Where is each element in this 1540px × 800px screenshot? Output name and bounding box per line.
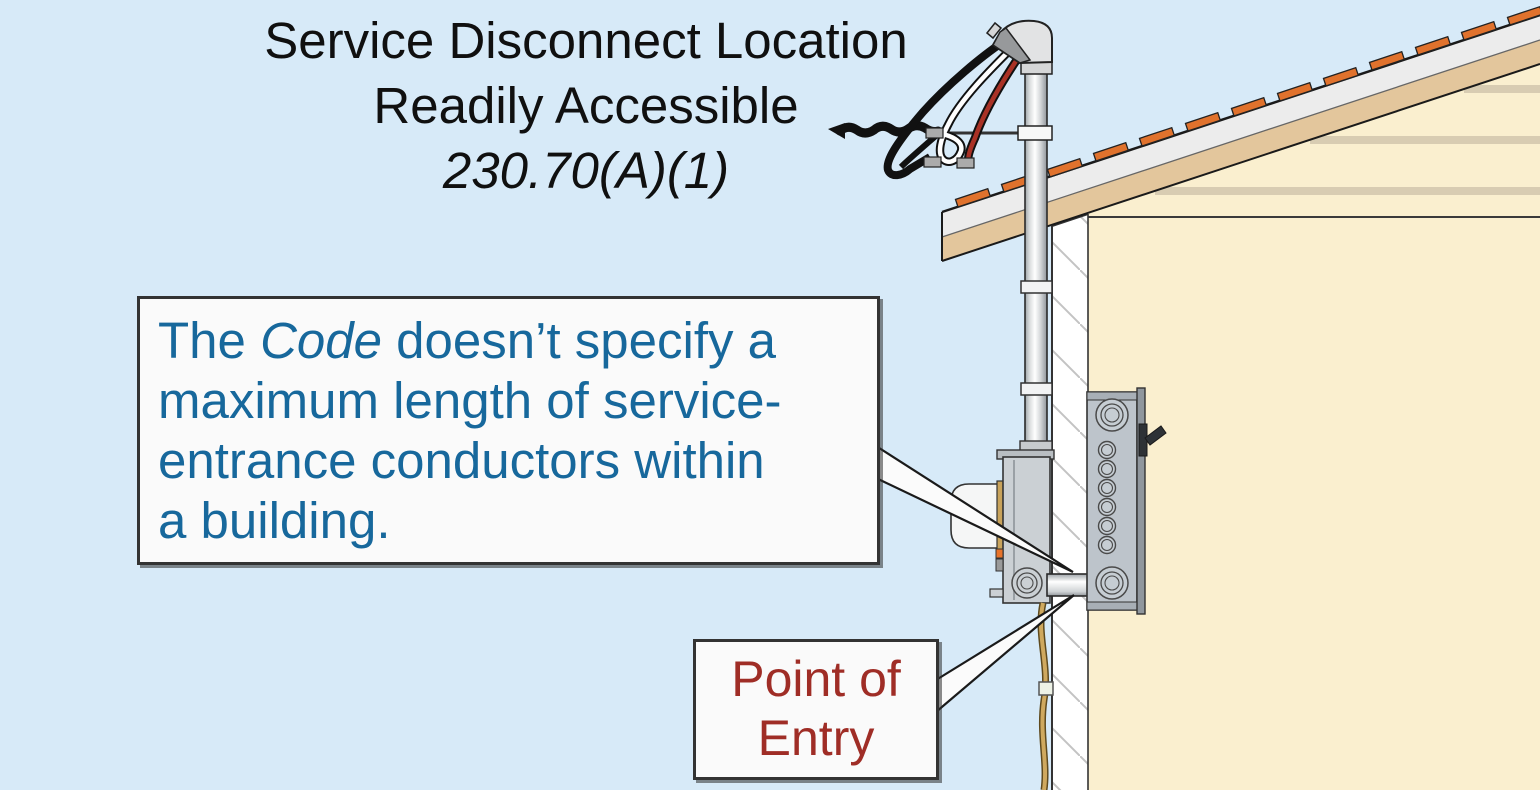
panel-knockouts [1095,398,1129,600]
service-drop-conductors [828,38,1053,180]
callout-line-2: maximum length of service- [158,372,782,429]
wire-clip [1038,681,1054,696]
code-word-italic: Code [260,312,382,369]
conduit-straps [1020,280,1053,396]
title-line-2: Readily Accessible [373,77,799,134]
bottom-margin [0,790,1540,800]
twisted-messenger-cable [835,121,943,138]
meter-box-tab [989,588,1004,598]
panelboard [1086,387,1167,615]
weatherhead [985,19,1053,75]
roof-barge-board [942,40,1540,261]
callout-line-4: a building. [158,492,391,549]
callout-line-3: entrance conductors within [158,432,765,489]
callout-line-1: The Code doesn’t specify a [158,312,777,369]
roof-fascia [942,15,1540,237]
mast-wire-clamp [1017,125,1053,141]
grounding-conductor [1037,602,1054,791]
gable-and-interior-wall [1088,64,1540,790]
conduit-nipple [1046,573,1091,597]
code-reference: 230.70(A)(1) [442,142,730,199]
crimp-connectors [923,127,975,169]
meter-seal-tag [995,548,1004,559]
black-conductor [883,38,1006,180]
poe-line-1: Point of [731,651,901,707]
callout-box: The Code doesn’t specify a maximum lengt… [137,296,880,565]
title-line-1: Service Disconnect Location [264,12,908,69]
point-of-entry-label: Point of Entry [693,639,939,780]
title-block: Service Disconnect Location Readily Acce… [156,8,1016,203]
meter-box-body [1002,456,1051,604]
wall-section [1051,213,1089,790]
white-conductor [937,48,1012,164]
panel-cover-edge [1136,387,1146,615]
roof-shingles [954,5,1540,208]
meter-knockout [1011,567,1043,599]
siding-lines [1155,85,1540,195]
poe-line-2: Entry [757,710,875,766]
breaker-handle [1138,423,1167,457]
